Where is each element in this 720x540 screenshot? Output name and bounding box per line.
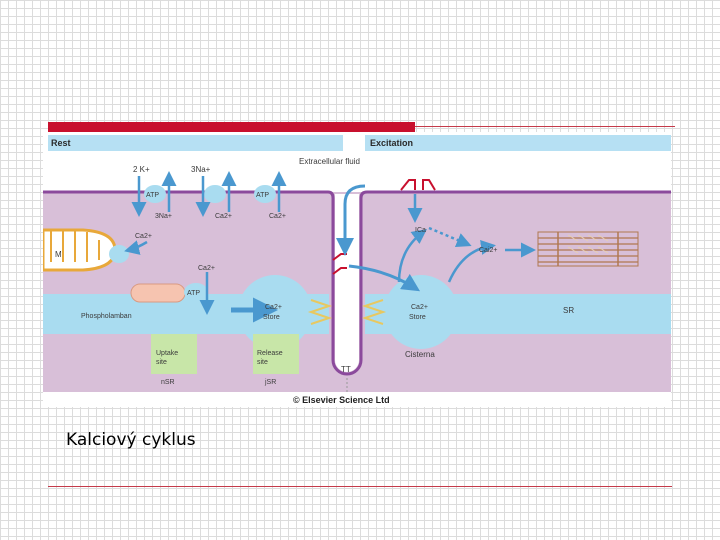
na-k-atpase [144, 185, 166, 203]
mitochondrion [41, 228, 117, 272]
store-left-line2: Store [263, 314, 280, 321]
ica-to-cai-arrow [428, 226, 472, 248]
store-right-line2: Store [409, 314, 426, 321]
ca-store-right [384, 275, 458, 349]
phospholamban-shape [130, 283, 186, 303]
excitation-header-bar [365, 135, 671, 151]
tt-label: TT [341, 365, 351, 374]
cicr-release-arrow [397, 228, 427, 283]
na-ion-in-label: 3Na+ [155, 213, 172, 220]
sr-label: SR [563, 306, 574, 315]
ica-label: ICa [415, 227, 426, 234]
slide-top-rule [48, 122, 675, 132]
junction-feet-right [361, 299, 387, 325]
mito-uniporter [109, 245, 129, 263]
cicr-trigger-arrow [348, 264, 421, 292]
atp-label-3: ATP [187, 290, 200, 297]
ca-out-label-1: Ca2+ [215, 213, 232, 220]
mito-cristae [50, 230, 100, 262]
nsr-label: nSR [161, 379, 175, 386]
sr-release-arrow [447, 239, 496, 283]
atp-label-1: ATP [146, 192, 159, 199]
tt-ca-entry-arrow [336, 184, 366, 256]
figure-svg: Rest Excitation Uptake site Release site… [41, 132, 671, 407]
excitation-panel-label: Excitation [370, 138, 413, 148]
uptake-site-box [151, 334, 197, 374]
store-left-line1: Ca2+ [265, 304, 282, 311]
slide-caption: Kalciový cyklus [66, 430, 196, 450]
phospholamban-label: Phospholamban [81, 313, 132, 320]
ca-mito-label: Ca2+ [135, 233, 152, 240]
extracellular-fluid-label: Extracellular fluid [299, 157, 360, 166]
myofilament-bundle [537, 231, 639, 267]
rest-panel-label: Rest [51, 138, 71, 148]
serca-pump [184, 283, 208, 301]
copyright-strip [43, 392, 671, 407]
l-type-channel-top [400, 179, 436, 191]
ca-atpase-pm [254, 185, 276, 203]
release-label-line1: Release [257, 350, 283, 357]
store-right-line1: Ca2+ [411, 304, 428, 311]
uptake-label-line2: site [156, 359, 167, 366]
ca-out-label-2: Ca2+ [269, 213, 286, 220]
cai-label: Cai2+ [479, 247, 497, 254]
ca-serca-label: Ca2+ [198, 265, 215, 272]
calcium-cycle-figure: Rest Excitation Uptake site Release site… [41, 132, 671, 407]
ncx-exchanger [204, 185, 226, 203]
cisterna-label: Cisterna [405, 350, 435, 359]
uptake-label-line1: Uptake [156, 350, 178, 357]
bottom-rule [48, 486, 672, 487]
na-ion-label: 3Na+ [191, 165, 211, 174]
copyright-label: © Elsevier Science Ltd [293, 395, 390, 405]
release-label-line2: site [257, 359, 268, 366]
release-site-box [253, 334, 299, 374]
mito-uptake-arrow [124, 240, 148, 255]
atp-label-2: ATP [256, 192, 269, 199]
rest-header-bar [48, 135, 343, 151]
k-ion-label: 2 K+ [133, 165, 150, 174]
jsr-label: jSR [264, 379, 276, 386]
t-tubule-lumen [335, 194, 359, 372]
red-accent-bar [48, 122, 415, 132]
thin-accent-rule [415, 126, 675, 127]
mito-label: M [55, 250, 62, 259]
sarcolemma-membrane [43, 190, 671, 376]
junction-feet-left [307, 299, 333, 325]
